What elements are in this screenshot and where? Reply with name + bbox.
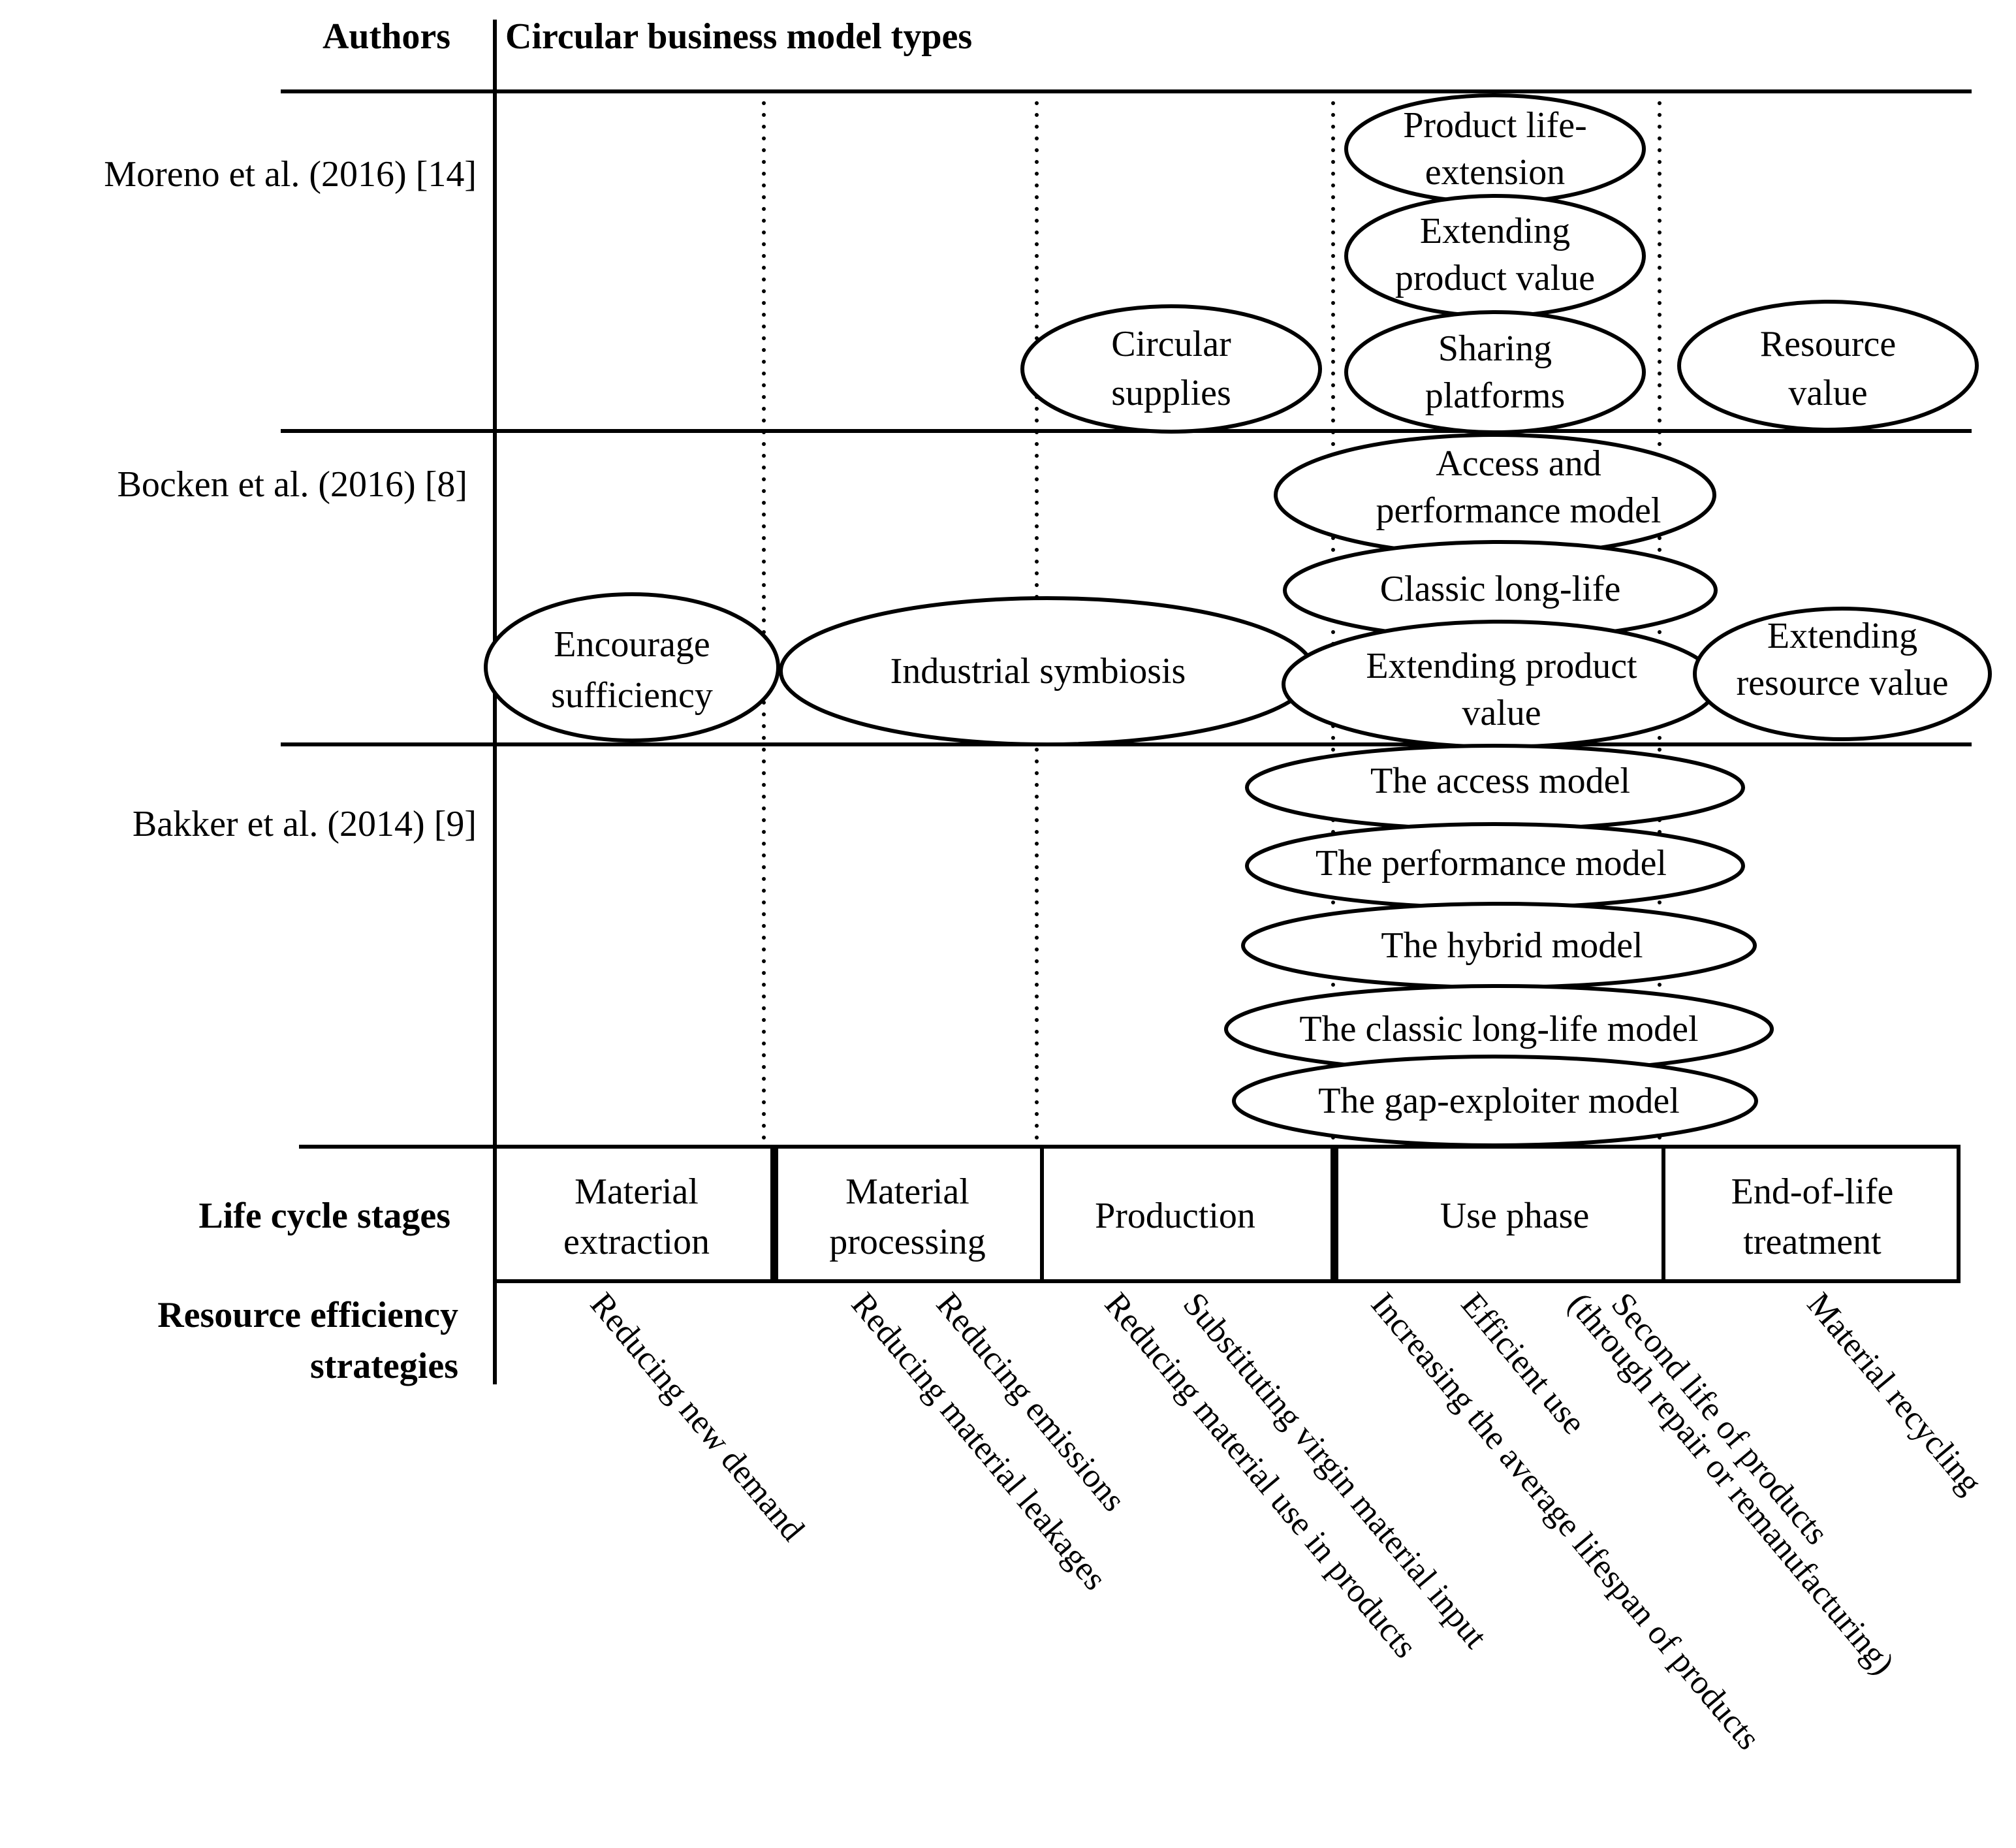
- author-moreno: Moreno et al. (2016) [14]: [104, 154, 477, 195]
- moreno-sharing-platforms-oval: Sharing platforms: [1344, 310, 1646, 434]
- svg-text:Access and: Access and: [1436, 443, 1601, 484]
- svg-text:processing: processing: [829, 1222, 986, 1262]
- svg-text:Industrial symbiosis: Industrial symbiosis: [890, 651, 1186, 692]
- svg-text:extraction: extraction: [563, 1222, 710, 1262]
- svg-text:Product life-: Product life-: [1403, 105, 1586, 146]
- svg-text:Circular: Circular: [1111, 324, 1231, 364]
- svg-text:resource value: resource value: [1737, 663, 1949, 703]
- bocken-classic-long-life-oval: Classic long-life: [1283, 540, 1718, 641]
- bocken-industrial-symbiosis-oval: Industrial symbiosis: [779, 596, 1315, 746]
- svg-text:product value: product value: [1395, 258, 1595, 298]
- stage-end-of-life-treatment: End-of-life treatment: [1731, 1171, 1894, 1262]
- svg-text:supplies: supplies: [1111, 373, 1231, 413]
- stage-use-phase: Use phase: [1440, 1196, 1590, 1236]
- author-bocken: Bocken et al. (2016) [8]: [118, 464, 467, 505]
- strategy-second-life: Second life of products: [1604, 1286, 1836, 1552]
- stage-material-processing: Material processing: [829, 1171, 986, 1262]
- svg-text:Extending product: Extending product: [1366, 646, 1637, 686]
- svg-text:treatment: treatment: [1743, 1222, 1882, 1262]
- svg-text:Extending: Extending: [1767, 616, 1917, 656]
- svg-text:Encourage: Encourage: [554, 624, 710, 665]
- svg-text:extension: extension: [1425, 152, 1566, 193]
- bakker-gap-exploiter-model-oval: The gap-exploiter model: [1232, 1055, 1758, 1147]
- svg-text:Classic long-life: Classic long-life: [1380, 569, 1621, 609]
- strategy-substituting-virgin-material: Substituting virgin material input: [1176, 1286, 1494, 1655]
- stage-material-extraction: Material extraction: [563, 1171, 710, 1262]
- svg-text:Resource: Resource: [1760, 324, 1896, 364]
- svg-text:value: value: [1462, 693, 1541, 733]
- bakker-performance-model-oval: The performance model: [1245, 822, 1745, 910]
- svg-text:performance model: performance model: [1376, 490, 1662, 531]
- svg-text:Sharing: Sharing: [1438, 328, 1552, 369]
- svg-text:Material: Material: [575, 1171, 699, 1212]
- svg-text:End-of-life: End-of-life: [1731, 1171, 1894, 1212]
- bakker-access-model-oval: The access model: [1245, 744, 1745, 831]
- moreno-circular-supplies-oval: Circular supplies: [1020, 304, 1322, 434]
- life-cycle-stages-label: Life cycle stages: [198, 1196, 450, 1236]
- svg-text:sufficiency: sufficiency: [551, 675, 713, 716]
- author-bakker: Bakker et al. (2014) [9]: [133, 804, 477, 844]
- stage-production: Production: [1095, 1196, 1255, 1236]
- strategy-reducing-new-demand: Reducing new demand: [583, 1286, 811, 1548]
- strategy-reducing-material-use: Reducing material use in products: [1097, 1286, 1424, 1665]
- svg-text:The gap-exploiter model: The gap-exploiter model: [1318, 1081, 1680, 1121]
- svg-text:platforms: platforms: [1425, 375, 1566, 416]
- bocken-access-performance-oval: Access and performance model: [1274, 433, 1716, 557]
- svg-text:Extending: Extending: [1420, 211, 1570, 251]
- svg-text:The classic long-life model: The classic long-life model: [1299, 1009, 1698, 1049]
- strategy-increasing-lifespan: Increasing the average lifespan of produ…: [1364, 1286, 1767, 1757]
- resource-efficiency-strategies-label: Resource efficiency strategies: [157, 1295, 458, 1386]
- strategy-material-recycling: Material recycling: [1800, 1286, 1989, 1501]
- svg-text:Material: Material: [845, 1171, 969, 1212]
- bocken-extending-resource-value-oval: Extending resource value: [1693, 607, 1992, 741]
- moreno-product-life-extension-oval: Product life- extension: [1344, 93, 1646, 204]
- svg-text:value: value: [1788, 373, 1867, 413]
- authors-header: Authors: [323, 16, 450, 57]
- stages-row-box: [493, 1145, 1961, 1283]
- svg-text:Resource efficiency: Resource efficiency: [157, 1295, 458, 1335]
- svg-text:strategies: strategies: [310, 1346, 458, 1386]
- moreno-resource-value-oval: Resource value: [1677, 300, 1979, 432]
- svg-text:The access model: The access model: [1370, 761, 1630, 801]
- bakker-hybrid-model-oval: The hybrid model: [1241, 902, 1757, 989]
- svg-text:The hybrid model: The hybrid model: [1381, 925, 1643, 966]
- bocken-extending-product-value-oval: Extending product value: [1282, 620, 1719, 749]
- bakker-classic-long-life-model-oval: The classic long-life model: [1224, 984, 1774, 1074]
- types-header: Circular business model types: [505, 16, 972, 57]
- moreno-extending-product-value-oval: Extending product value: [1344, 194, 1646, 318]
- svg-text:The performance model: The performance model: [1315, 843, 1667, 884]
- bocken-encourage-sufficiency-oval: Encourage sufficiency: [484, 592, 780, 742]
